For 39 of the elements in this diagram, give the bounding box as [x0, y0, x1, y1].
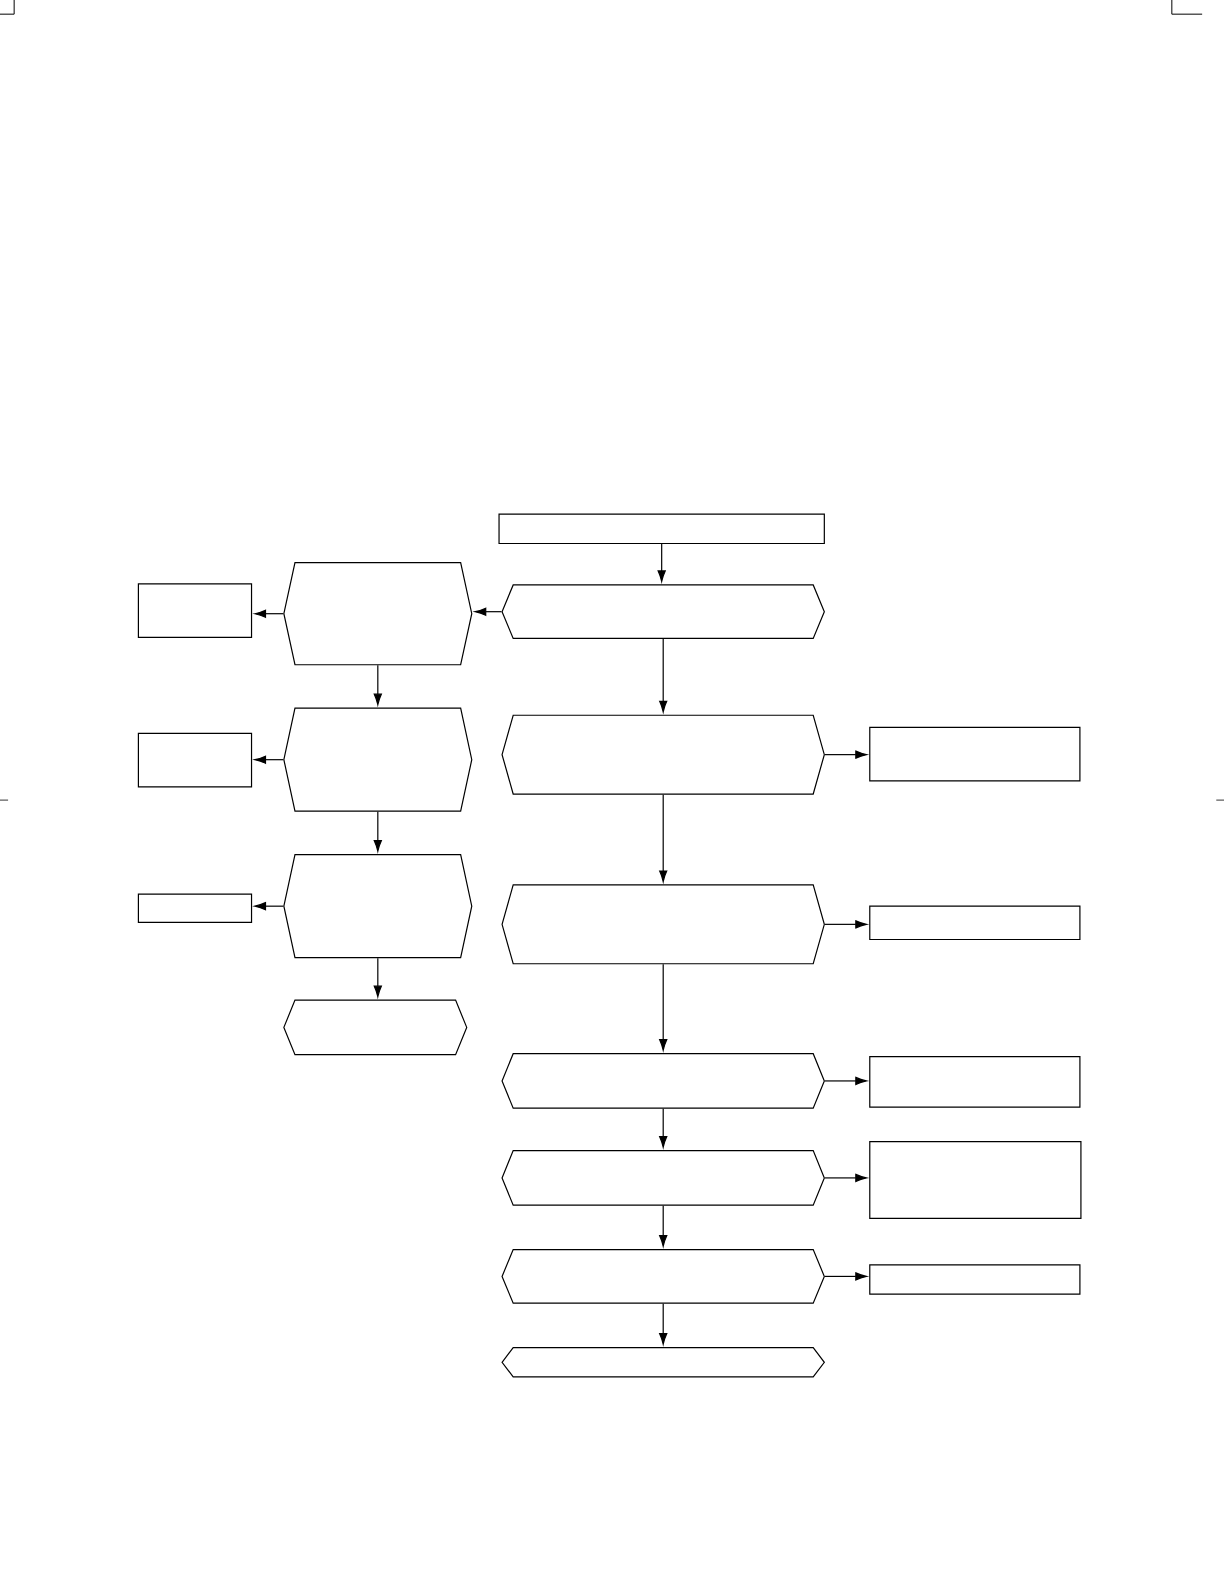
process-box	[869, 1140, 1082, 1219]
arrow	[373, 811, 382, 852]
arrow	[824, 1272, 867, 1281]
process-box	[869, 726, 1081, 782]
arrow	[373, 957, 382, 998]
arrow	[824, 920, 867, 929]
arrow	[658, 1108, 668, 1148]
process-box	[869, 905, 1081, 941]
arrow	[658, 963, 668, 1051]
arrow	[658, 638, 668, 713]
arrow	[254, 755, 284, 764]
hexagon-box	[501, 584, 825, 640]
hexagon-box	[501, 1053, 825, 1109]
hexagon-box	[501, 1347, 825, 1378]
hexagon-box	[283, 854, 473, 959]
arrow	[254, 902, 284, 911]
hexagon-box	[501, 714, 825, 795]
hexagon-box	[501, 1150, 825, 1206]
process-box	[137, 893, 252, 923]
arrow	[824, 1076, 867, 1086]
arrow	[658, 1303, 668, 1345]
arrow	[824, 1173, 867, 1183]
process-box	[869, 1056, 1081, 1108]
hexagon-box	[501, 884, 825, 965]
process-box	[137, 583, 252, 639]
hexagon-box	[501, 1249, 825, 1304]
arrow	[824, 750, 867, 759]
process-box	[869, 1264, 1081, 1295]
arrow	[658, 1205, 668, 1247]
arrow	[658, 794, 668, 883]
hexagon-box	[283, 707, 473, 812]
hexagon-box	[283, 999, 468, 1056]
arrow	[657, 543, 666, 583]
process-box	[137, 732, 252, 788]
hexagon-box	[283, 562, 473, 666]
arrow	[373, 664, 382, 706]
process-box	[498, 513, 825, 545]
arrow	[254, 609, 284, 618]
arrow	[474, 607, 502, 616]
